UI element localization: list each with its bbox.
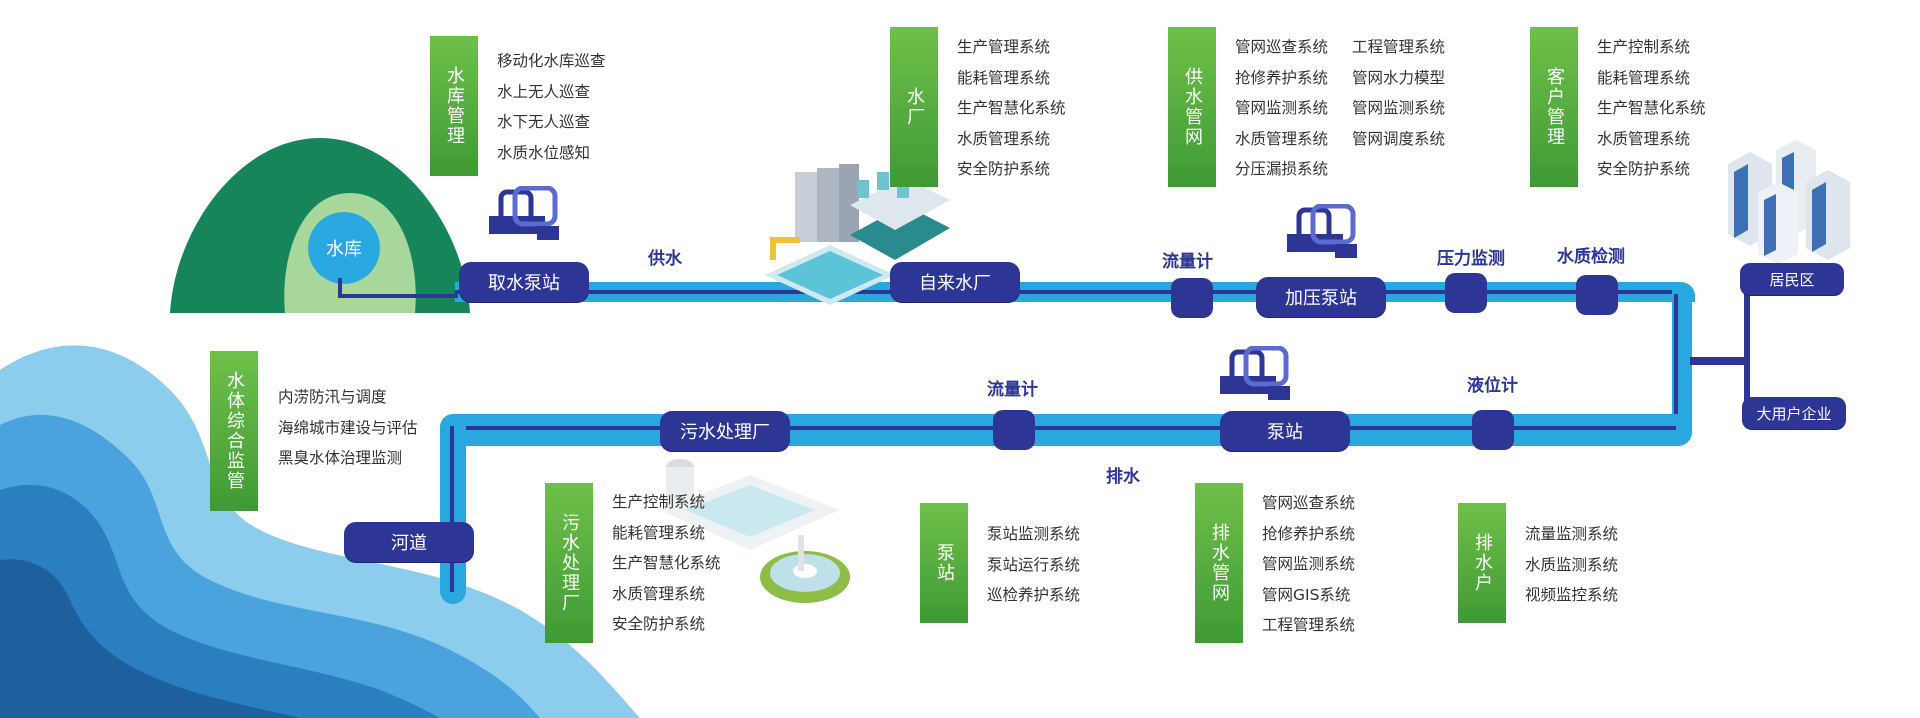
list-item: 管网巡查系统 (1235, 38, 1329, 56)
list-item: 管网调度系统 (1352, 129, 1446, 148)
pump-icon (1287, 204, 1357, 258)
wave-icon (0, 345, 640, 718)
list-item: 生产管理系统 (957, 38, 1051, 56)
big-user-node[interactable]: 大用户企业 (1742, 397, 1846, 429)
sewage-plant-node[interactable]: 污水处理厂 (660, 411, 790, 451)
sewage-plant-icon (660, 459, 850, 603)
booster-pump-node[interactable]: 加压泵站 (1256, 277, 1386, 317)
drainage-label: 排水 (1106, 467, 1140, 487)
water-plant-icon (765, 164, 950, 305)
list-item: 视频监控系统 (1525, 586, 1619, 604)
list-item: 安全防护系统 (612, 615, 706, 633)
pressure-sensor[interactable] (1445, 273, 1487, 313)
list-item: 管网巡查系统 (1262, 494, 1356, 512)
list-item: 安全防护系统 (957, 160, 1051, 178)
water-plant-node[interactable]: 自来水厂 (890, 262, 1020, 302)
panel-tag-water-body: 水体综合监管 (210, 351, 258, 511)
list-item: 生产控制系统 (612, 493, 706, 511)
list-item: 生产智慧化系统 (612, 554, 721, 572)
panel-list-sewage: 生产控制系统 能耗管理系统 生产智慧化系统 水质管理系统 安全防护系统 (612, 487, 721, 640)
pressure-label: 压力监测 (1437, 249, 1505, 269)
residential-node[interactable]: 居民区 (1740, 263, 1844, 295)
list-item: 管网GIS系统 (1262, 585, 1351, 604)
panel-list-drain-user: 流量监测系统 水质监测系统 视频监控系统 (1525, 519, 1618, 611)
river-node[interactable]: 河道 (344, 522, 474, 562)
list-item: 安全防护系统 (1597, 160, 1691, 178)
list-item: 黑臭水体治理监测 (278, 449, 403, 467)
list-item: 生产智慧化系统 (1597, 99, 1706, 117)
pump-icon (489, 186, 559, 240)
level-meter-label: 液位计 (1467, 376, 1518, 396)
flow-meter-top-label: 流量计 (1162, 252, 1213, 272)
list-item: 管网水力模型 (1352, 68, 1446, 87)
panel-tag-water-plant: 水厂 (890, 27, 938, 187)
list-item: 工程管理系统 (1352, 38, 1446, 56)
panel-list-customer: 生产控制系统 能耗管理系统 生产智慧化系统 水质管理系统 安全防护系统 (1597, 32, 1706, 185)
list-item: 管网监测系统 (1352, 99, 1446, 117)
panel-tag-drain-user: 排水户 (1458, 503, 1506, 623)
panel-tag-pump-station: 泵站 (920, 503, 968, 623)
panel-list-reservoir: 移动化水库巡查 水上无人巡查 水下无人巡查 水质水位感知 (497, 46, 606, 168)
quality-sensor[interactable] (1576, 275, 1618, 315)
quality-label: 水质检测 (1557, 247, 1625, 267)
panel-list-drain-network: 管网巡查系统 抢修养护系统 管网监测系统 管网GIS系统 工程管理系统 (1262, 488, 1355, 641)
list-item: 泵站监测系统 (987, 525, 1081, 543)
right-riser-core (1674, 294, 1678, 428)
list-item: 水上无人巡查 (497, 82, 591, 101)
drain-pipe-core (450, 426, 1676, 430)
level-meter-sensor[interactable] (1472, 410, 1514, 450)
list-item: 水质管理系统 (612, 584, 706, 603)
list-item: 流量监测系统 (1525, 525, 1619, 543)
list-item: 管网监测系统 (1235, 99, 1329, 117)
list-item: 能耗管理系统 (1597, 68, 1691, 87)
reservoir-connector-h (338, 294, 458, 298)
list-item: 海绵城市建设与评估 (278, 418, 418, 437)
list-item: 分压漏损系统 (1235, 160, 1329, 178)
list-item: 移动化水库巡查 (497, 52, 606, 70)
pump-icon (1220, 346, 1290, 400)
list-item: 水质管理系统 (957, 129, 1051, 148)
branch-line (1690, 357, 1748, 365)
list-item: 水质水位感知 (497, 143, 591, 162)
list-item: 工程管理系统 (1262, 616, 1356, 634)
left-drop-core (450, 426, 454, 592)
panel-list-supply-network: 管网巡查系统 抢修养护系统 管网监测系统 水质管理系统 分压漏损系统 (1235, 32, 1328, 185)
flow-meter-bottom-label: 流量计 (987, 380, 1038, 400)
list-item: 水质管理系统 (1235, 129, 1329, 148)
list-item: 水下无人巡查 (497, 113, 591, 131)
panel-tag-customer: 客户管理 (1530, 27, 1578, 187)
list-item: 水质管理系统 (1597, 129, 1691, 148)
flow-meter-top-sensor[interactable] (1171, 278, 1213, 318)
panel-tag-supply-network: 供水管网 (1168, 27, 1216, 187)
list-item: 抢修养护系统 (1262, 524, 1356, 543)
list-item: 巡检养护系统 (987, 586, 1081, 604)
flow-meter-bottom-sensor[interactable] (993, 410, 1035, 450)
pump-station-node[interactable]: 泵站 (1220, 411, 1350, 451)
list-item: 能耗管理系统 (612, 523, 706, 542)
panel-tag-reservoir: 水库管理 (430, 36, 478, 176)
list-item: 泵站运行系统 (987, 555, 1081, 574)
branch-vertical (1744, 292, 1750, 412)
list-item: 内涝防汛与调度 (278, 388, 387, 406)
panel-tag-drain-network: 排水管网 (1195, 483, 1243, 643)
supply-label: 供水 (648, 249, 682, 269)
list-item: 水质监测系统 (1525, 555, 1619, 574)
intake-pump-node[interactable]: 取水泵站 (459, 262, 589, 302)
panel-list-pump-station: 泵站监测系统 泵站运行系统 巡检养护系统 (987, 519, 1080, 611)
panel-list-supply-network-2: 工程管理系统 管网水力模型 管网监测系统 管网调度系统 (1352, 32, 1445, 154)
panel-list-water-plant: 生产管理系统 能耗管理系统 生产智慧化系统 水质管理系统 安全防护系统 (957, 32, 1066, 185)
panel-tag-sewage: 污水处理厂 (545, 483, 593, 643)
list-item: 能耗管理系统 (957, 68, 1051, 87)
buildings-icon (1728, 140, 1850, 264)
supply-pipe-core (455, 290, 1675, 294)
reservoir-node[interactable]: 水库 (308, 212, 380, 284)
list-item: 生产智慧化系统 (957, 99, 1066, 117)
reservoir-connector (338, 278, 342, 298)
panel-list-water-body: 内涝防汛与调度 海绵城市建设与评估 黑臭水体治理监测 (278, 382, 418, 474)
list-item: 管网监测系统 (1262, 555, 1356, 573)
list-item: 生产控制系统 (1597, 38, 1691, 56)
list-item: 抢修养护系统 (1235, 68, 1329, 87)
